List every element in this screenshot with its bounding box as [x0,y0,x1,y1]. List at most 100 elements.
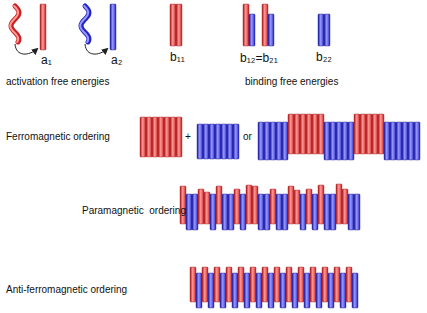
red-helix [336,184,342,224]
red-helix [378,114,384,154]
helix-row [190,267,358,308]
blue-helix [282,194,288,230]
red-helix [274,267,280,302]
helix-row [40,4,46,50]
blue-helix [232,273,238,308]
red-helix [202,267,208,302]
energy-symbol: b₁₂=b₂₁ [240,51,278,65]
red-helix [366,114,372,154]
blue-helix [276,194,282,230]
red-helix [252,186,258,224]
blue-helix [264,194,270,230]
blue-helix [270,122,276,160]
red-helix [146,117,152,157]
red-helix [170,4,176,46]
red-helix [152,117,158,157]
red-helix [372,114,378,154]
red-helix [176,4,182,46]
red-helix [318,114,324,154]
blue-helix [240,194,246,230]
blue-helix [227,124,233,159]
red-helix [164,117,170,157]
red-helix [214,267,220,302]
helix-row [258,114,420,160]
blue-helix [249,14,255,46]
red-helix [354,114,360,154]
caption-label: + [185,131,191,143]
blue-helix [328,273,334,308]
blue-helix [222,194,228,230]
blue-helix [244,273,250,308]
red-helix [294,114,300,154]
blue-helix [197,124,203,159]
blue-helix [210,194,216,230]
helix-highlight [80,6,88,42]
helix-highlight [10,6,18,42]
red-helix [322,267,328,302]
blue-helix [330,194,336,230]
blue-helix [280,273,286,308]
red-helix [234,189,240,224]
blue-helix [408,122,414,160]
blue-helix [384,122,390,160]
red-helix [262,267,268,302]
blue-helix [110,4,116,50]
blue-helix [276,122,282,160]
red-helix [306,114,312,154]
blue-helix [312,194,318,230]
blue-helix [292,273,298,308]
caption-label: Paramagnetic ordering [82,205,186,217]
blue-helix [233,124,239,159]
energy-symbol: a₁ [41,53,52,67]
red-helix [243,4,249,46]
red-helix [140,117,146,157]
blue-helix [220,273,226,308]
caption-label: binding free energies [245,76,338,88]
red-helix [250,267,256,302]
helix-row [262,4,274,46]
blue-helix [318,14,324,46]
red-helix [286,267,292,302]
blue-helix [282,122,288,160]
red-helix [294,190,300,224]
blue-helix [390,122,396,160]
red-helix [360,114,366,154]
blue-helix [209,124,215,159]
energy-symbol: b₂₂ [316,50,332,64]
energy-symbol: a₂ [111,53,122,67]
red-helix [306,189,312,224]
red-helix [310,267,316,302]
helix-row [140,117,182,157]
blue-helix [336,122,342,160]
blue-helix [324,14,330,46]
blue-helix [256,273,262,308]
blue-helix [186,194,192,230]
red-helix [298,267,304,302]
red-helix [318,185,324,224]
red-helix [198,189,204,224]
activation-arrow [15,44,37,54]
red-helix [40,4,46,50]
blue-helix [215,124,221,159]
blue-helix [324,122,330,160]
helix-row [110,4,116,50]
energy-symbol: b₁₁ [170,50,185,64]
blue-helix [402,122,408,160]
blue-helix [268,273,274,308]
blue-helix [330,122,336,160]
red-helix [346,267,352,302]
red-helix [176,117,182,157]
blue-helix [208,273,214,308]
helix-row [170,4,182,46]
red-helix [300,114,306,154]
blue-helix [324,194,330,230]
red-helix [190,267,196,302]
blue-helix [340,273,346,308]
red-helix [288,186,294,224]
blue-helix [348,122,354,160]
red-helix [262,4,268,46]
blue-helix [316,273,322,308]
blue-helix [354,194,360,230]
helix-row [180,184,360,230]
